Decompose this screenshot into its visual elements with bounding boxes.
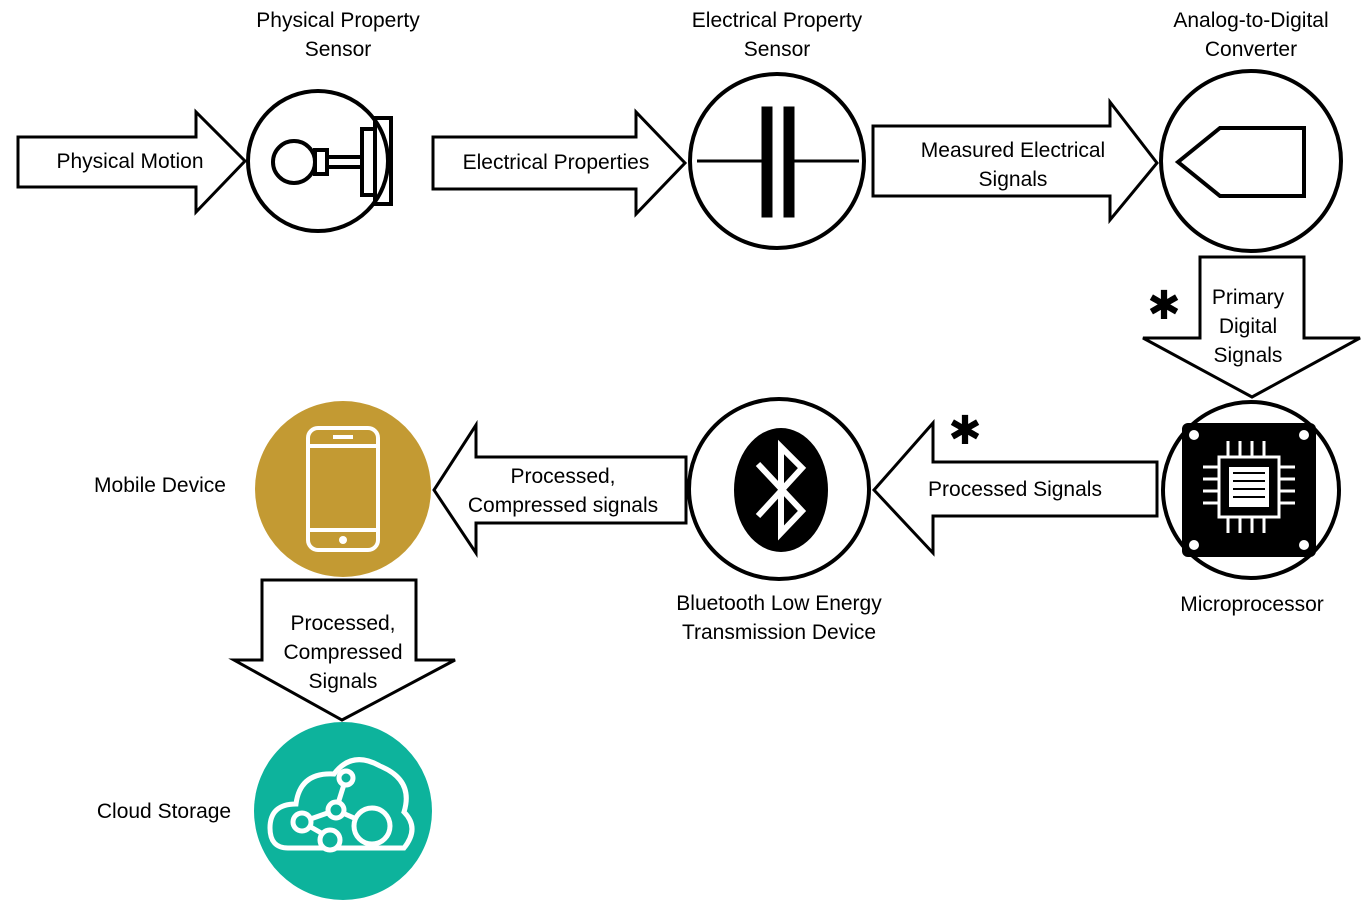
adc-node bbox=[1159, 69, 1343, 253]
ble-label: Bluetooth Low Energy Transmission Device bbox=[676, 592, 882, 644]
asterisk-marker-primary: ✱ bbox=[1147, 284, 1181, 328]
microprocessor-label: Microprocessor bbox=[1180, 593, 1324, 616]
arrow-primary-digital bbox=[1142, 255, 1361, 399]
adc-icon bbox=[1174, 126, 1306, 198]
smartphone-icon bbox=[306, 426, 380, 552]
chip-icon bbox=[1182, 423, 1316, 557]
arrow-label-processed-compressed-2: Processed, Compressed Signals bbox=[283, 612, 403, 693]
arrow-measured-signals bbox=[871, 97, 1159, 225]
electrical-sensor-node bbox=[688, 72, 866, 250]
arrow-label-measured-signals: Measured Electrical Signals bbox=[920, 139, 1106, 191]
microprocessor-node bbox=[1161, 400, 1341, 580]
arrow-label-primary-digital: Primary Digital Signals bbox=[1211, 286, 1285, 367]
mobile-node bbox=[255, 401, 431, 577]
cloud-network-icon bbox=[267, 757, 415, 853]
physical-sensor-label: Physical Property Sensor bbox=[256, 9, 420, 61]
asterisk-marker-processed: ✱ bbox=[948, 409, 982, 453]
physical-sensor-node bbox=[246, 89, 393, 233]
arrow-label-electrical-properties: Electrical Properties bbox=[462, 151, 650, 174]
arrow-processed-signals bbox=[871, 419, 1159, 557]
arrow-label-processed-signals: Processed Signals bbox=[928, 478, 1102, 501]
ble-node bbox=[687, 397, 871, 581]
arrow-label-processed-compressed-1: Processed, Compressed signals bbox=[467, 465, 659, 517]
arrow-label-physical-motion: Physical Motion bbox=[56, 150, 204, 173]
cloud-label: Cloud Storage bbox=[96, 800, 232, 823]
arrow-physical-motion bbox=[16, 108, 248, 216]
bluetooth-icon bbox=[734, 428, 828, 552]
cloud-node bbox=[254, 722, 432, 900]
arrow-processed-compressed-2 bbox=[228, 578, 456, 722]
electrical-sensor-label: Electrical Property Sensor bbox=[691, 9, 863, 61]
force-sensor-icon bbox=[271, 116, 393, 206]
adc-label: Analog-to-Digital Converter bbox=[1173, 9, 1329, 61]
arrow-electrical-properties bbox=[431, 108, 688, 218]
capacitor-icon bbox=[697, 106, 859, 218]
mobile-label: Mobile Device bbox=[94, 474, 226, 497]
arrow-processed-compressed-1 bbox=[432, 419, 688, 558]
